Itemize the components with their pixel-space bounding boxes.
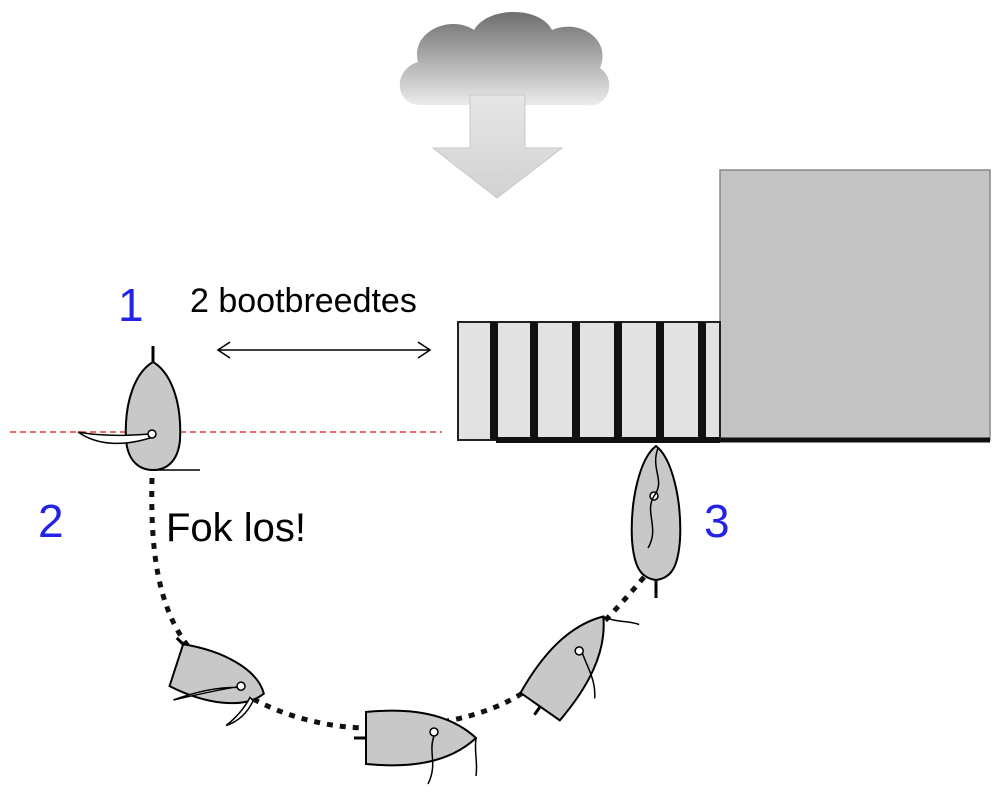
quay-block <box>719 169 991 441</box>
boat-docked <box>630 444 682 598</box>
boat-turning-2 <box>354 709 478 785</box>
distance-label: 2 bootbreedtes <box>190 282 417 320</box>
step-3-label: 3 <box>704 495 730 547</box>
jetty <box>457 321 721 443</box>
step-2-label: 2 <box>38 495 64 547</box>
boat-track <box>149 477 652 731</box>
command-label: Fok los! <box>166 506 307 550</box>
wind-arrow-icon <box>431 94 564 199</box>
boat-turning-1 <box>168 636 265 727</box>
boat-turning-3 <box>519 615 640 722</box>
wind-cloud-icon <box>399 12 610 106</box>
boat-start <box>77 346 200 472</box>
distance-arrow-icon <box>216 341 432 359</box>
step-1-label: 1 <box>118 279 144 331</box>
